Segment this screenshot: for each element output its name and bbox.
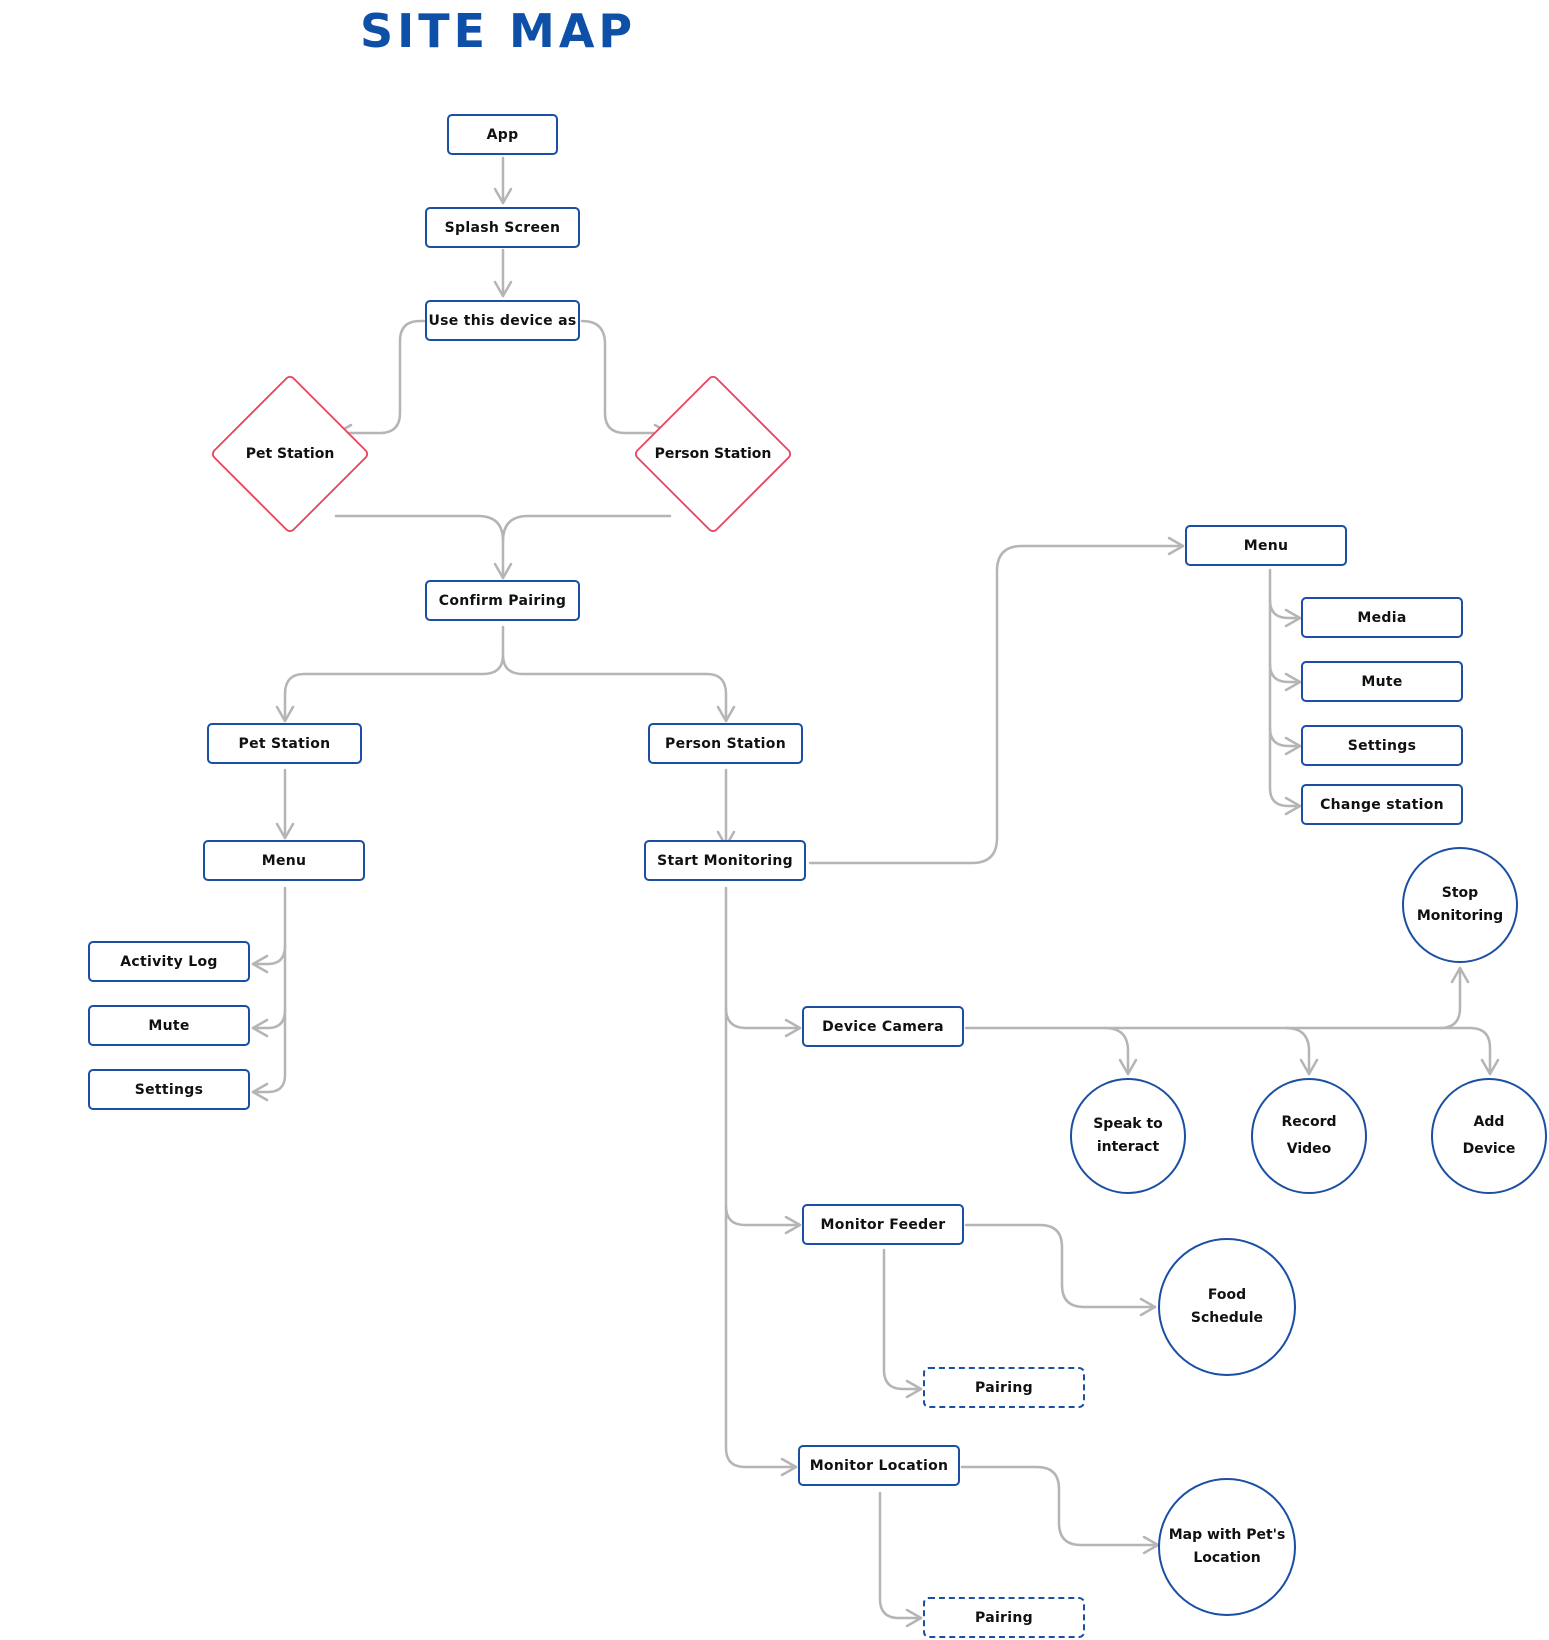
connector-camera-stop <box>1438 966 1470 1030</box>
pet-station-node: Pet Station <box>207 723 362 764</box>
change-station-node: Change station <box>1301 784 1463 825</box>
person-settings-node: Settings <box>1301 725 1463 766</box>
connector-location-pairing <box>878 1491 923 1628</box>
pet-mute-node: Mute <box>88 1005 250 1046</box>
connector-person-menu-trunk <box>1268 568 1302 816</box>
connector-feeder-pairing <box>882 1248 923 1399</box>
connector-camera-speak <box>1103 1026 1138 1076</box>
media-node: Media <box>1301 597 1463 638</box>
pet-station-decision-shape <box>211 375 369 533</box>
record-video-node: Record Video <box>1251 1078 1367 1194</box>
connector-start-feeder <box>724 1204 802 1235</box>
connector-use-pet-decision <box>335 319 426 443</box>
person-station-decision-label: Person Station <box>654 446 772 462</box>
connector-pet-menu-mute <box>251 1008 287 1038</box>
speak-to-interact-node: Speak to interact <box>1070 1078 1186 1194</box>
connector-feeder-food <box>964 1223 1157 1317</box>
use-device-node: Use this device as <box>425 300 580 341</box>
activity-log-node: Activity Log <box>88 941 250 982</box>
connector-person-menu-settings <box>1268 726 1302 756</box>
connector-use-person-decision <box>580 319 671 443</box>
monitor-feeder-node: Monitor Feeder <box>802 1204 964 1245</box>
food-schedule-node: Food Schedule <box>1158 1238 1296 1376</box>
start-monitoring-node: Start Monitoring <box>644 840 806 881</box>
connector-confirm-pet <box>275 625 505 723</box>
connector-camera-record <box>1284 1026 1319 1076</box>
connector-location-map <box>960 1465 1160 1555</box>
connector-pet-menu-activity <box>251 944 287 974</box>
add-device-node: Add Device <box>1431 1078 1547 1194</box>
map-with-pet-location-node: Map with Pet's Location <box>1158 1478 1296 1616</box>
splash-screen-node: Splash Screen <box>425 207 580 248</box>
app-node: App <box>447 114 558 155</box>
connector-pet-decision-confirm <box>334 514 513 580</box>
connector-start-camera <box>724 1006 802 1038</box>
person-station-node: Person Station <box>648 723 803 764</box>
device-camera-node: Device Camera <box>802 1006 964 1047</box>
person-station-decision-shape <box>634 375 792 533</box>
pet-station-decision-label: Pet Station <box>245 446 335 462</box>
connector-pet-menu-trunk <box>251 886 287 1102</box>
stop-monitoring-node: Stop Monitoring <box>1402 847 1518 963</box>
connector-person-decision-confirm <box>501 514 672 543</box>
connector-start-menu <box>808 536 1185 865</box>
feeder-pairing-node: Pairing <box>923 1367 1085 1408</box>
confirm-pairing-node: Confirm Pairing <box>425 580 580 621</box>
person-menu-node: Menu <box>1185 525 1347 566</box>
pet-menu-node: Menu <box>203 840 365 881</box>
person-mute-node: Mute <box>1301 661 1463 702</box>
pet-settings-node: Settings <box>88 1069 250 1110</box>
connector-camera-add <box>1468 1026 1500 1076</box>
connector-person-menu-media <box>1268 598 1302 628</box>
connector-start-trunk <box>724 886 798 1477</box>
connector-person-menu-mute <box>1268 662 1302 692</box>
connector-confirm-person <box>501 653 736 723</box>
location-pairing-node: Pairing <box>923 1597 1085 1638</box>
page-title: SITE MAP <box>360 4 637 58</box>
monitor-location-node: Monitor Location <box>798 1445 960 1486</box>
